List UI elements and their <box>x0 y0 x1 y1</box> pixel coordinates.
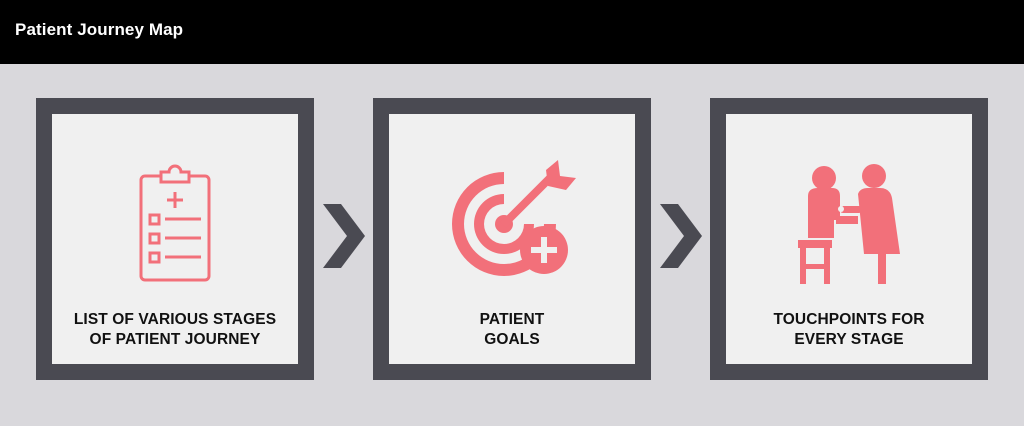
card-panel: PATIENT GOALS <box>389 114 635 364</box>
chevron-right-icon <box>323 204 365 268</box>
card-panel: LIST OF VARIOUS STAGES OF PATIENT JOURNE… <box>52 114 298 364</box>
stage-card-journey-stages: LIST OF VARIOUS STAGES OF PATIENT JOURNE… <box>36 98 314 380</box>
card-label: TOUCHPOINTS FOR EVERY STAGE <box>773 311 925 348</box>
header-bar: Patient Journey Map <box>0 0 1024 64</box>
doctor-patient-icon <box>798 164 900 284</box>
page-title: Patient Journey Map <box>15 20 184 39</box>
card-label: LIST OF VARIOUS STAGES OF PATIENT JOURNE… <box>73 311 277 348</box>
stage-card-patient-goals: PATIENT GOALS <box>373 98 651 380</box>
card-label: PATIENT GOALS <box>479 311 545 348</box>
clipboard-checklist-icon <box>139 164 211 282</box>
target-plus-icon <box>452 160 576 276</box>
card-panel: TOUCHPOINTS FOR EVERY STAGE <box>726 114 972 364</box>
chevron-right-icon <box>660 204 702 268</box>
stage-card-touchpoints: TOUCHPOINTS FOR EVERY STAGE <box>710 98 988 380</box>
